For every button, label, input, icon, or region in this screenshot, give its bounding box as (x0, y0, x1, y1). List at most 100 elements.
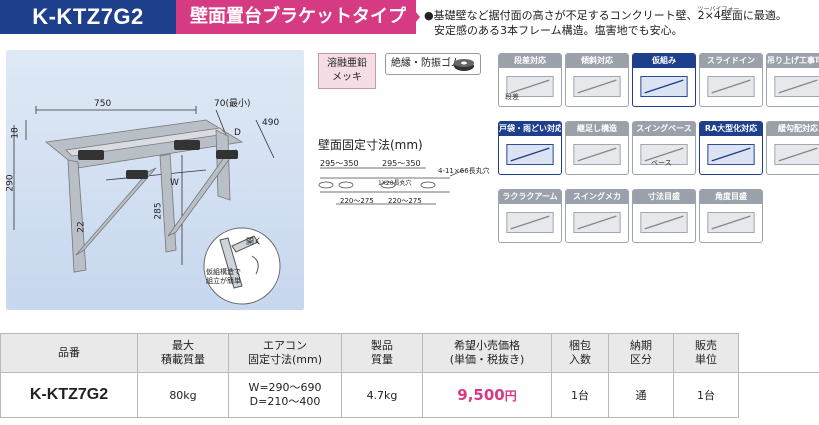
extension-icon (570, 139, 624, 170)
shutter-gutter-icon (503, 139, 557, 170)
feature-hoist: 吊り上げ工事可能 (766, 53, 819, 107)
cell-model: K-KTZ7G2 (0, 372, 138, 418)
bracket-product-image (13, 106, 281, 305)
inset-open-label: 開く (246, 237, 262, 246)
feature-label: スライドイン (700, 54, 762, 68)
inset-note-line-1: 仮組構造で (206, 268, 241, 276)
feature-label: 傾斜対応 (566, 54, 628, 68)
dim-70-min: 70(最小) (214, 99, 251, 109)
swing-base-icon (637, 139, 691, 170)
two-by-four-ruby: ツーバイフォー (697, 6, 740, 13)
price-unit: 円 (504, 389, 517, 403)
feature-shutter-gutter: 戸袋・雨どい対応 (498, 121, 562, 175)
slide-in-icon (704, 71, 758, 102)
wall-fix-diagram (318, 167, 465, 205)
dimension-scale-icon (637, 207, 691, 238)
description-line-2: 安定感のある3本フレーム構造。塩害地でも安心。 (434, 24, 683, 37)
header-price: 希望小売価格(単価・税抜き) (422, 333, 552, 373)
inset-note: 仮組構造で 組立が簡単 (206, 268, 241, 286)
feature-gentle-slope: 緩勾配対応 (766, 121, 819, 175)
feature-label: 仮組み (633, 54, 695, 68)
pre-assembly-icon (637, 71, 691, 102)
coating-line-1: 溶融亜鉛 (327, 58, 367, 69)
description-line-1-a: ●基礎壁など据付面の高さが不足するコンクリート壁、 (424, 9, 698, 22)
spec-table: 品番 最大積載質量 エアコン固定寸法(mm) 製品質量 希望小売価格(単価・税抜… (0, 333, 819, 418)
feature-label: スイングベース (633, 122, 695, 136)
cell-sales-unit: 1台 (673, 372, 739, 418)
dim-750: 750 (94, 99, 112, 109)
header-model: 品番 (0, 333, 138, 373)
feature-slide-in: スライドイン (699, 53, 763, 107)
coating-tag: 溶融亜鉛 メッキ (318, 53, 376, 89)
cell-fix-d: D=210〜400 (249, 395, 321, 408)
rubber-icon (454, 59, 474, 71)
dim-490: 490 (262, 118, 280, 128)
feature-pre-assembly: 仮組み (632, 53, 696, 107)
feature-easy-arm: ラクラクアーム (498, 189, 562, 243)
cell-fix-w: W=290〜690 (248, 381, 322, 394)
feature-swing-base: スイングベースベース (632, 121, 696, 175)
feature-swing-mech: スイングメカ (565, 189, 629, 243)
two-by-four-text: 2×4 (697, 9, 721, 22)
base-text: ベース (651, 159, 672, 167)
table-header-row: 品番 最大積載質量 エアコン固定寸法(mm) 製品質量 希望小売価格(単価・税抜… (0, 333, 819, 373)
dim-w: W (170, 178, 179, 188)
slope-icon (570, 71, 624, 102)
feature-label: 段差対応 (499, 54, 561, 68)
cell-pack: 1台 (551, 372, 609, 418)
easy-arm-icon (503, 207, 557, 238)
header-delivery: 納期区分 (608, 333, 674, 373)
feature-ra-large: RA大型化対応 (699, 121, 763, 175)
cell-max-load: 80kg (137, 372, 229, 418)
cell-price: 9,500円 (422, 372, 552, 418)
fix-center: 1X20長丸穴 (378, 180, 412, 187)
feature-label: RA大型化対応 (700, 122, 762, 136)
header-weight: 製品質量 (341, 333, 423, 373)
feature-label: 緩勾配対応 (767, 122, 819, 136)
header-sales-unit: 販売単位 (673, 333, 739, 373)
header-max-load: 最大積載質量 (137, 333, 229, 373)
step-text: 段差 (505, 93, 519, 101)
wall-fix-title: 壁面固定寸法(mm) (318, 138, 423, 152)
hoist-icon (771, 71, 819, 102)
feature-step: 段差対応段差 (498, 53, 562, 107)
feature-label: 戸袋・雨どい対応 (499, 122, 561, 136)
product-type-title: 壁面置台ブラケットタイプ (176, 0, 416, 34)
table-row: K-KTZ7G2 80kg W=290〜690 D=210〜400 4.7kg … (0, 372, 819, 418)
feature-dimension-scale: 寸法目盛 (632, 189, 696, 243)
dim-285: 285 (153, 202, 164, 220)
header-fix-size: エアコン固定寸法(mm) (228, 333, 342, 373)
dim-18: 18 (10, 127, 21, 139)
angle-scale-icon (704, 207, 758, 238)
coating-line-2: メッキ (332, 72, 362, 83)
feature-angle-scale: 角度目盛 (699, 189, 763, 243)
fix-hole: 4-11×66長丸穴 (438, 167, 490, 175)
inset-note-line-2: 組立が簡単 (206, 277, 241, 285)
fix-top-left: 295〜350 (320, 159, 359, 168)
feature-label: 継足し構造 (566, 122, 628, 136)
description-line-1-c: 壁面に最適。 (720, 9, 787, 22)
cell-weight: 4.7kg (341, 372, 423, 418)
header-spacer (738, 333, 819, 373)
ra-large-icon (704, 139, 758, 170)
dim-d: D (234, 128, 241, 138)
feature-label: 吊り上げ工事可能 (767, 54, 819, 68)
rubber-tag-label: 絶縁・防振ゴム (391, 58, 461, 69)
dim-22: 22 (76, 221, 87, 233)
feature-label: 寸法目盛 (633, 190, 695, 204)
fix-bottom-left: 220〜275 (340, 197, 374, 205)
price-value: 9,500 (457, 386, 505, 404)
cell-fix-size: W=290〜690 D=210〜400 (228, 372, 342, 418)
feature-label: スイングメカ (566, 190, 628, 204)
step-icon (503, 71, 557, 102)
title-arrow-shape (406, 0, 420, 34)
fix-bottom-right: 220〜275 (388, 197, 422, 205)
gentle-slope-icon (771, 139, 819, 170)
feature-slope: 傾斜対応 (565, 53, 629, 107)
header-pack: 梱包入数 (551, 333, 609, 373)
feature-label: ラクラクアーム (499, 190, 561, 204)
fix-top-right: 295〜350 (382, 159, 421, 168)
cell-delivery: 通 (608, 372, 674, 418)
